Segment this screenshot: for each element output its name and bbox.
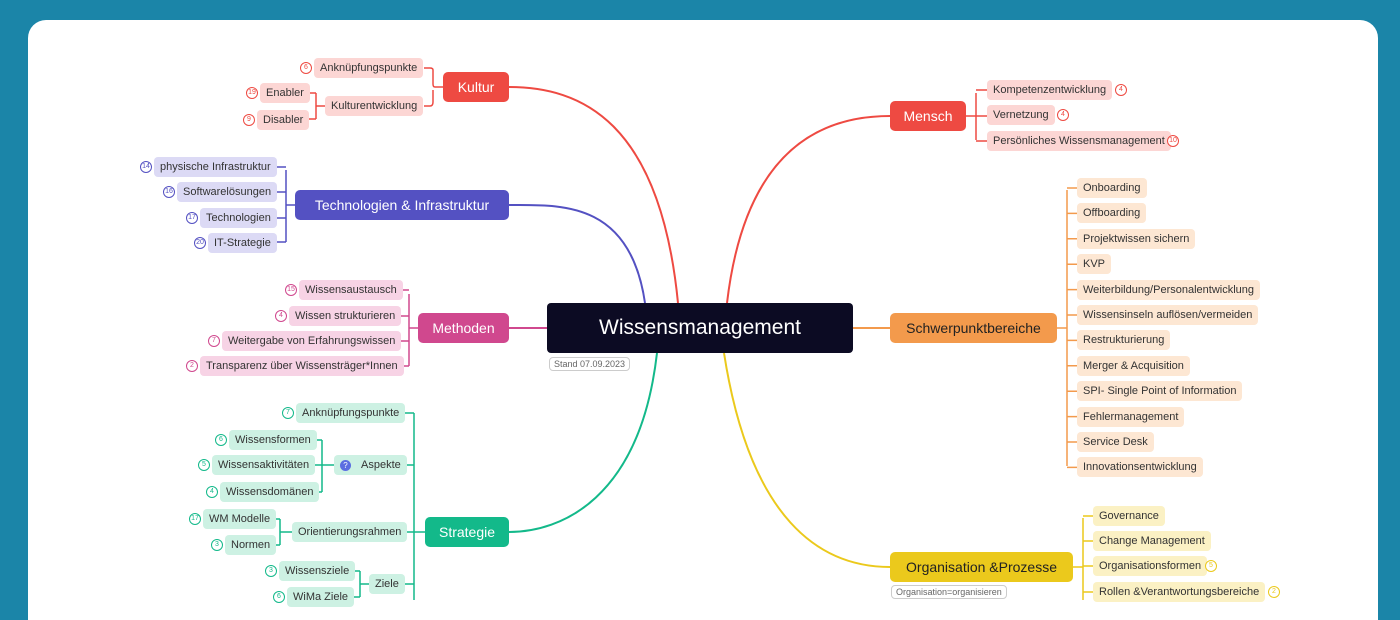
strategie-anknuepfungspunkte[interactable]: Anknüpfungspunkte bbox=[296, 403, 406, 423]
count-badge: 16 bbox=[163, 186, 175, 198]
count-badge: 7 bbox=[208, 335, 220, 347]
organisation-note: Organisation=organisieren bbox=[891, 585, 1007, 599]
organisation-item[interactable]: Rollen &Verantwortungsbereiche bbox=[1093, 582, 1266, 602]
schwerpunkt-item[interactable]: Weiterbildung/Personalentwicklung bbox=[1077, 279, 1261, 300]
central-topic[interactable]: Wissensmanagement bbox=[547, 303, 853, 353]
kultur-kulturentwicklung[interactable]: Kulturentwicklung bbox=[325, 96, 424, 116]
connector-line bbox=[1057, 187, 1077, 469]
count-badge: 15 bbox=[285, 284, 297, 296]
methoden-item[interactable]: Wissensaustausch bbox=[299, 280, 403, 300]
strategie-orientierungsrahmen[interactable]: Orientierungsrahmen bbox=[292, 522, 408, 542]
connector-line bbox=[308, 439, 334, 493]
technologien-item[interactable]: IT-Strategie bbox=[208, 233, 277, 253]
schwerpunkt-item[interactable]: Service Desk bbox=[1077, 432, 1154, 452]
topic-strategie[interactable]: Strategie bbox=[425, 517, 509, 547]
connector-line bbox=[726, 115, 891, 304]
technologien-item[interactable]: physische Infrastruktur bbox=[154, 157, 277, 177]
schwerpunkt-item[interactable]: Merger & Acquisition bbox=[1077, 355, 1190, 376]
organisation-item[interactable]: Change Management bbox=[1093, 531, 1211, 551]
connector-line bbox=[424, 67, 443, 107]
strategie-aspekt-item[interactable]: Wissensaktivitäten bbox=[212, 455, 316, 475]
strategie-aspekt-item[interactable]: Wissensformen bbox=[229, 430, 317, 450]
connector-line bbox=[508, 86, 679, 304]
connector-line bbox=[966, 89, 987, 142]
count-badge: 20 bbox=[194, 237, 206, 249]
topic-kultur[interactable]: Kultur bbox=[443, 72, 509, 102]
connector-line bbox=[1073, 515, 1093, 600]
connector-line bbox=[392, 289, 418, 367]
count-badge: 19 bbox=[246, 87, 258, 99]
count-badge: 3 bbox=[211, 539, 223, 551]
count-badge: 17 bbox=[186, 212, 198, 224]
schwerpunkt-item[interactable]: Wissensinseln auflösen/vermeiden bbox=[1077, 305, 1259, 325]
schwerpunkt-item[interactable]: SPI- Single Point of Information bbox=[1077, 381, 1243, 402]
kultur-anknuepfungspunkte[interactable]: Anknüpfungspunkte bbox=[314, 58, 424, 78]
organisation-item[interactable]: Governance bbox=[1093, 506, 1165, 526]
topic-mensch[interactable]: Mensch bbox=[890, 101, 966, 131]
connector-line bbox=[270, 518, 292, 546]
strategie-wima-ziele[interactable]: WiMa Ziele bbox=[287, 587, 355, 607]
methoden-item[interactable]: Weitergabe von Erfahrungswissen bbox=[222, 331, 402, 351]
count-badge: 6 bbox=[273, 591, 285, 603]
kultur-enabler[interactable]: Enabler bbox=[260, 83, 310, 103]
count-badge: 4 bbox=[206, 486, 218, 498]
strategie-aspekt-item[interactable]: Wissensdomänen bbox=[220, 482, 320, 502]
topic-organisation-prozesse[interactable]: Organisation &Prozesse bbox=[890, 552, 1073, 582]
connector-line bbox=[723, 352, 891, 568]
kultur-disabler[interactable]: Disabler bbox=[257, 110, 310, 130]
schwerpunkt-item[interactable]: Innovationsentwicklung bbox=[1077, 457, 1203, 478]
connector-line bbox=[270, 166, 295, 243]
count-badge: 3 bbox=[265, 565, 277, 577]
schwerpunkt-item[interactable]: Restrukturierung bbox=[1077, 330, 1171, 351]
branch-connectors bbox=[270, 67, 1093, 600]
schwerpunkt-item[interactable]: Onboarding bbox=[1077, 178, 1147, 198]
mensch-item[interactable]: Persönliches Wissensmanagement bbox=[987, 131, 1171, 151]
count-badge: 17 bbox=[189, 513, 201, 525]
topic-schwerpunktbereiche[interactable]: Schwerpunktbereiche bbox=[890, 313, 1057, 343]
organisation-item[interactable]: Organisationsformen bbox=[1093, 556, 1208, 576]
strategie-wissensziele[interactable]: Wissensziele bbox=[279, 561, 356, 581]
aspekte-label: Aspekte bbox=[361, 459, 401, 471]
count-badge: 4 bbox=[275, 310, 287, 322]
count-badge: 5 bbox=[198, 459, 210, 471]
question-icon: ? bbox=[340, 459, 351, 471]
schwerpunkt-item[interactable]: KVP bbox=[1077, 254, 1112, 275]
schwerpunkt-item[interactable]: Projektwissen sichern bbox=[1077, 228, 1196, 249]
methoden-item[interactable]: Transparenz über Wissensträger*Innen bbox=[200, 356, 404, 376]
count-badge: 6 bbox=[300, 62, 312, 74]
count-badge: 7 bbox=[282, 407, 294, 419]
count-badge: 14 bbox=[140, 161, 152, 173]
schwerpunkt-item[interactable]: Offboarding bbox=[1077, 203, 1147, 224]
topic-technologien-infrastruktur[interactable]: Technologien & Infrastruktur bbox=[295, 190, 509, 220]
count-badge: 5 bbox=[1205, 560, 1217, 572]
connector-line bbox=[349, 570, 369, 598]
technologien-item[interactable]: Softwarelösungen bbox=[177, 182, 278, 202]
connector-line bbox=[508, 352, 658, 533]
strategie-normen[interactable]: Normen bbox=[225, 535, 277, 555]
count-badge: 2 bbox=[1268, 586, 1280, 598]
technologien-item[interactable]: Technologien bbox=[200, 208, 277, 228]
count-badge: 6 bbox=[215, 434, 227, 446]
strategie-aspekte[interactable]: ? Aspekte bbox=[334, 455, 407, 475]
connector-line bbox=[402, 412, 425, 600]
connector-line bbox=[508, 203, 646, 304]
mensch-item[interactable]: Vernetzung bbox=[987, 105, 1055, 125]
count-badge: 4 bbox=[1115, 84, 1127, 96]
count-badge: 9 bbox=[243, 114, 255, 126]
schwerpunkt-item[interactable]: Fehlermanagement bbox=[1077, 406, 1185, 427]
count-badge: 10 bbox=[1167, 135, 1179, 147]
date-note: Stand 07.09.2023 bbox=[549, 357, 631, 371]
mensch-item[interactable]: Kompetenzentwicklung bbox=[987, 80, 1113, 100]
strategie-wm-modelle[interactable]: WM Modelle bbox=[203, 509, 277, 529]
connector-line bbox=[303, 92, 325, 120]
count-badge: 2 bbox=[186, 360, 198, 372]
methoden-item[interactable]: Wissen strukturieren bbox=[289, 306, 402, 326]
topic-methoden[interactable]: Methoden bbox=[418, 313, 509, 343]
count-badge: 4 bbox=[1057, 109, 1069, 121]
strategie-ziele[interactable]: Ziele bbox=[369, 574, 405, 594]
